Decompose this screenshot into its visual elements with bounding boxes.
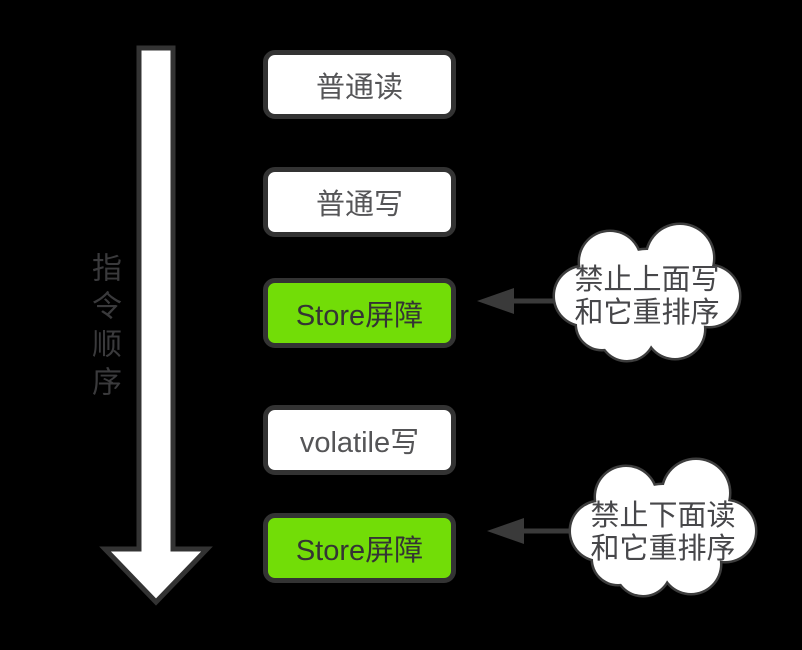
box-store-barrier-1: Store屏障 — [263, 278, 456, 348]
box-normal-read-label: 普通读 — [315, 71, 403, 104]
callout-arrow-top-icon — [477, 288, 560, 314]
callout-bottom-text: 禁止下面读 和它重排序 — [551, 500, 775, 566]
instruction-order-down-arrow-icon — [99, 45, 213, 606]
box-store-barrier-2: Store屏障 — [263, 513, 456, 583]
box-volatile-write: volatile写 — [263, 405, 456, 475]
box-normal-write-label: 普通写 — [315, 189, 403, 221]
cloud-bump — [555, 267, 613, 325]
callout-top-line1: 禁止上面写 — [574, 264, 720, 296]
cloud-bump — [617, 485, 709, 577]
callout-arrow-bottom-icon — [487, 518, 574, 544]
box-normal-read: 普通读 — [263, 50, 456, 119]
box-store-barrier-1-label: Store屏障 — [295, 300, 424, 332]
cloud-bubble-bottom — [568, 457, 758, 598]
cloud-bubble-top — [552, 222, 742, 363]
callout-top-text: 禁止上面写 和它重排序 — [535, 264, 759, 330]
instruction-order-label: 指令顺序 — [87, 252, 120, 404]
callout-top-line2: 和它重排序 — [574, 297, 720, 329]
box-normal-write: 普通写 — [263, 167, 456, 237]
cloud-bump — [601, 250, 693, 342]
callout-bottom-line2: 和它重排序 — [590, 533, 736, 565]
box-store-barrier-2-label: Store屏障 — [295, 535, 424, 567]
cloud-bump — [571, 502, 629, 560]
box-volatile-write-label: volatile写 — [299, 427, 420, 459]
callout-bottom-line1: 禁止下面读 — [590, 500, 736, 532]
